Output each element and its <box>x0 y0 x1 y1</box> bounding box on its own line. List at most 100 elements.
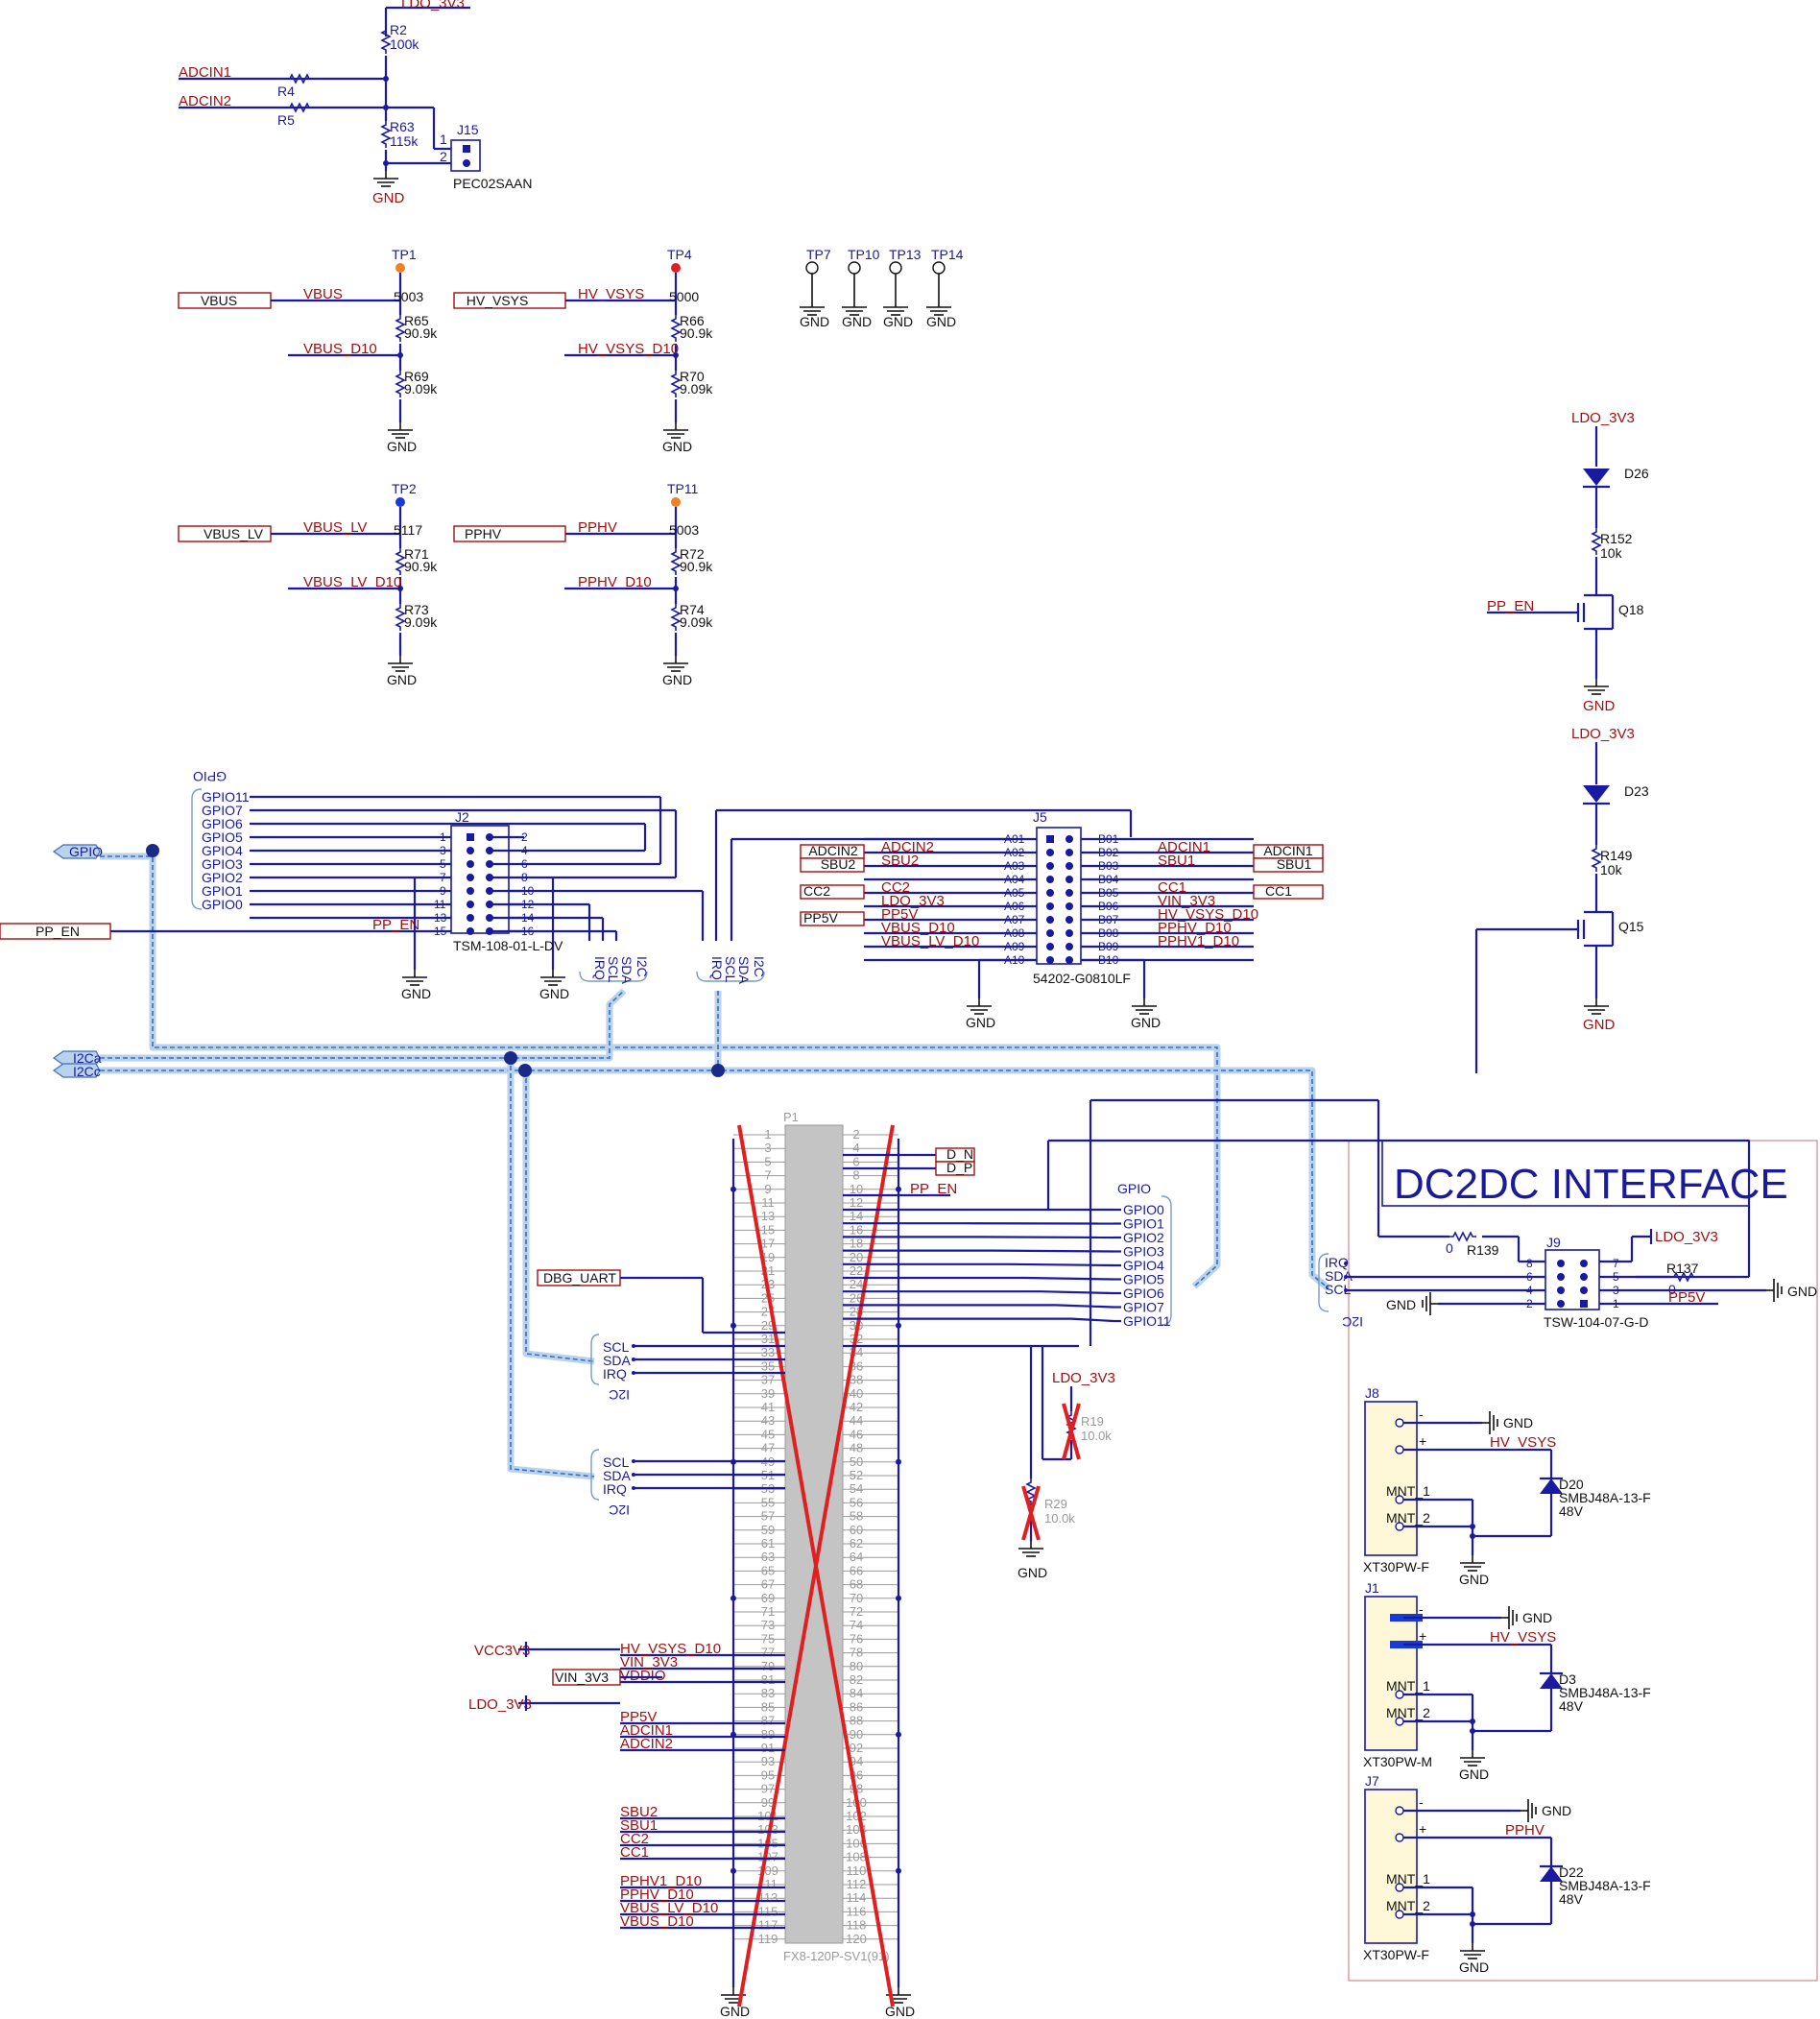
j9-i2c-scl: SCL <box>1325 1282 1351 1297</box>
j2-bus-gpio3: GPIO3 <box>202 856 243 872</box>
j2-gnd-right: GND <box>539 986 569 1001</box>
j9-ref: J9 <box>1546 1235 1561 1250</box>
j9-pin-left: 8 <box>1526 1257 1533 1270</box>
j5-pad <box>1046 862 1054 870</box>
r65-ref: R65 <box>404 313 429 328</box>
p1-gpio-wire <box>1040 1290 1114 1295</box>
r137-val: 0 <box>1668 1282 1676 1297</box>
p1-left-net: HV_VSYS_D10 <box>620 1641 721 1657</box>
j2-pin-15: 15 <box>434 925 447 938</box>
r29-gnd: GND <box>1018 1565 1047 1580</box>
r2-ref: R2 <box>390 22 407 37</box>
p1-left-net: PPHV1_D10 <box>620 1873 702 1889</box>
j5-pad <box>1046 956 1054 964</box>
tvs-part: SMBJ48A-13-F <box>1559 1878 1651 1893</box>
r149-ref: R149 <box>1600 848 1633 863</box>
j2-pad <box>467 927 474 935</box>
vbus-port: VBUS <box>201 293 237 308</box>
r29-val: 10.0k <box>1044 1511 1075 1526</box>
j2-pin-3: 3 <box>440 844 446 857</box>
j2-pin-11: 11 <box>434 898 446 911</box>
j5-b-pin: B06 <box>1098 900 1119 913</box>
j2-header: GPIO GPIO11 GPIO7 GPIO6 GPIO5 GPIO4 GPIO… <box>0 769 705 1001</box>
r2-val: 100k <box>390 36 419 52</box>
j5-port-pp5v: PP5V <box>803 910 838 925</box>
xt30-pin-label: MNT_2 <box>1386 1510 1430 1526</box>
j5-a-net: SBU2 <box>881 853 919 869</box>
r63-ref: R63 <box>390 119 415 134</box>
xt30-pin-label: MNT_1 <box>1386 1483 1430 1499</box>
xt30-ref: J7 <box>1365 1773 1379 1789</box>
j2-pad <box>467 887 474 895</box>
pphv-d10: PPHV_D10 <box>578 574 652 590</box>
p1-left-net: PP5V <box>620 1709 657 1725</box>
q18-ref: Q18 <box>1618 602 1644 617</box>
tvs-ref: D22 <box>1559 1864 1584 1880</box>
r74-val: 9.09k <box>680 614 713 630</box>
tp10-ref: TP10 <box>848 247 880 262</box>
j5-pad <box>1066 916 1073 924</box>
j5-a-pin: A06 <box>1004 900 1025 913</box>
j9-pad <box>1557 1286 1565 1294</box>
xt30-gnd-bottom: GND <box>1459 1959 1489 1975</box>
j9-ldo-rail: LDO_3V3 <box>1655 1229 1718 1245</box>
tp13-ref: TP13 <box>889 247 922 262</box>
p1-gpio-label: GPIO1 <box>1123 1216 1164 1232</box>
tp10-gnd: GND <box>842 314 872 329</box>
r74-ref: R74 <box>680 602 705 617</box>
tp1-num: 5003 <box>394 289 423 304</box>
j5-b-pin: B05 <box>1098 886 1119 900</box>
r69-ref: R69 <box>404 369 429 384</box>
j2-i2c-sda: SDA <box>619 956 635 984</box>
j2-pin-5: 5 <box>440 857 446 871</box>
xt30-part: XT30PW-M <box>1363 1754 1432 1769</box>
j2-pad <box>467 874 474 881</box>
r65-val: 90.9k <box>404 325 438 341</box>
j2-bus-gpio0: GPIO0 <box>202 897 243 912</box>
hvvsys-port: HV_VSYS <box>467 293 529 308</box>
j2-i2c-title: I2C <box>635 956 650 977</box>
r66-ref: R66 <box>680 313 705 328</box>
p1-left-net: VBUS_D10 <box>620 1913 694 1930</box>
tp1-gnd: GND <box>387 439 417 454</box>
j9-part: TSW-104-07-G-D <box>1544 1314 1648 1330</box>
j2-pin-7: 7 <box>440 871 446 884</box>
p1-gpio-label: GPIO5 <box>1123 1272 1164 1287</box>
r152-ref: R152 <box>1600 531 1633 546</box>
xt30-body <box>1364 1401 1418 1556</box>
xt30-pin-label: - <box>1419 1601 1424 1617</box>
tp4-num: 5000 <box>669 289 699 304</box>
j5-pad <box>1066 876 1073 883</box>
j9-i2c-sda: SDA <box>1325 1268 1353 1284</box>
tp4-ref: TP4 <box>667 247 692 262</box>
j5-pad <box>1046 835 1054 843</box>
p1-gpio-label: GPIO7 <box>1123 1300 1164 1315</box>
p1-i2c2-sda: SDA <box>603 1468 631 1483</box>
xt30-part: XT30PW-F <box>1363 1559 1429 1574</box>
p1-gpio-label: GPIO11 <box>1123 1313 1171 1329</box>
top-gnd: GND <box>372 190 405 206</box>
p1-vin3v3-port: VIN_3V3 <box>555 1670 609 1685</box>
j5-b-net: VIN_3V3 <box>1158 893 1215 909</box>
j5-pad <box>1066 929 1073 937</box>
q18-ctl: PP_EN <box>1487 598 1534 614</box>
xt30-gnd: GND <box>1542 1803 1571 1818</box>
tvs-part: SMBJ48A-13-F <box>1559 1685 1651 1700</box>
p1-left-net: PPHV_D10 <box>620 1887 694 1903</box>
tp13-gnd: GND <box>883 314 913 329</box>
r69-val: 9.09k <box>404 381 438 397</box>
p1-left-net: CC2 <box>620 1831 649 1847</box>
j5-port-adcin2: ADCIN2 <box>808 843 858 858</box>
pphv-net: PPHV <box>578 519 617 536</box>
j15-ref: J15 <box>457 122 479 137</box>
q18-gnd: GND <box>1583 698 1616 714</box>
p1-i2c2-irq: IRQ <box>603 1481 627 1497</box>
tvs-diode <box>1540 1866 1563 1882</box>
j5-b-net: SBU1 <box>1158 853 1195 869</box>
r4-ref: R4 <box>277 84 295 99</box>
vbuslv-net: VBUS_LV <box>303 519 367 536</box>
j5-a-net: VBUS_LV_D10 <box>881 933 979 949</box>
hvvsys-net: HV_VSYS <box>578 286 644 302</box>
j2-pin-9: 9 <box>440 884 446 898</box>
xt30-pin-label: MNT_1 <box>1386 1678 1430 1694</box>
